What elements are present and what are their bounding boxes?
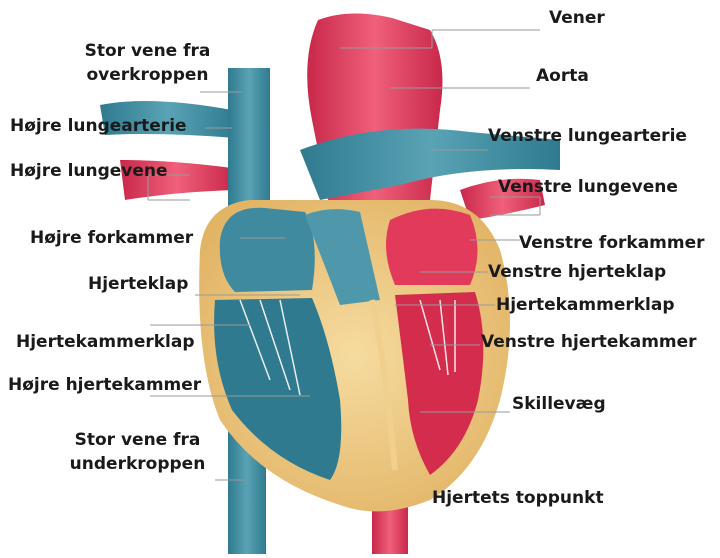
- label-hjerteklap: Hjerteklap: [88, 272, 188, 296]
- label-hjertekammerklap-left: Hjertekammerklap: [16, 330, 195, 354]
- label-hojre-hjertekammer: Højre hjertekammer: [8, 373, 201, 397]
- label-vener: Vener: [549, 6, 605, 30]
- label-skillevaeg: Skillevæg: [512, 392, 606, 416]
- label-venstre-forkammer: Venstre forkammer: [519, 231, 705, 255]
- left-atrium-shape: [386, 209, 478, 285]
- label-hjertets-toppunkt: Hjertets toppunkt: [432, 486, 604, 510]
- right-atrium-shape: [220, 208, 315, 292]
- label-stor-vene-underkroppen: Stor vene fra underkroppen: [55, 428, 220, 476]
- label-hojre-lungevene: Højre lungevene: [10, 159, 168, 183]
- label-stor-vene-overkroppen: Stor vene fra overkroppen: [65, 39, 230, 87]
- label-venstre-lungearterie: Venstre lungearterie: [488, 124, 687, 148]
- label-hjertekammerklap-right: Hjertekammerklap: [496, 293, 675, 317]
- label-hojre-lungearterie: Højre lungearterie: [10, 114, 187, 138]
- label-venstre-hjerteklap: Venstre hjerteklap: [488, 260, 666, 284]
- label-venstre-lungevene: Venstre lungevene: [498, 175, 678, 199]
- label-venstre-hjertekammer: Venstre hjertekammer: [481, 330, 697, 354]
- label-hojre-forkammer: Højre forkammer: [30, 226, 193, 250]
- label-aorta: Aorta: [536, 64, 589, 88]
